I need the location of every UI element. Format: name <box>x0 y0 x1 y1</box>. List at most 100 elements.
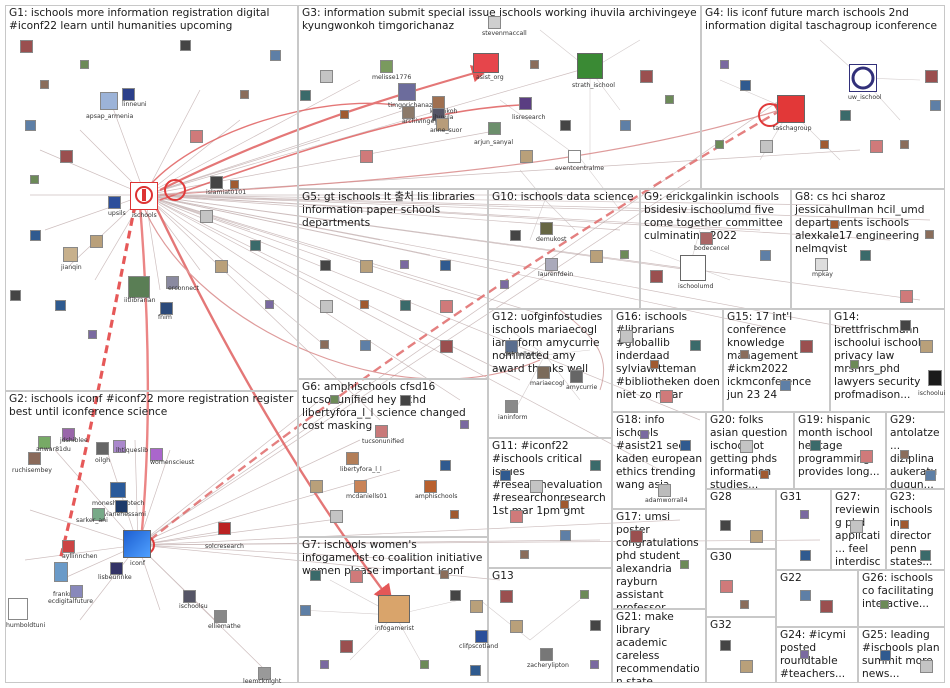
avatar-node[interactable] <box>88 330 97 339</box>
avatar-node[interactable] <box>240 90 249 99</box>
avatar-node[interactable] <box>450 510 459 519</box>
node-anne-suor[interactable] <box>436 118 449 131</box>
avatar-node[interactable] <box>650 360 659 369</box>
node-demukost[interactable] <box>540 222 553 235</box>
node-sarker-ani[interactable] <box>92 508 105 521</box>
avatar-node[interactable] <box>10 290 21 301</box>
node-melisse1776[interactable] <box>380 60 393 73</box>
avatar-node[interactable] <box>360 260 373 273</box>
avatar-node[interactable] <box>720 580 733 593</box>
node-archivingeye[interactable] <box>402 106 415 119</box>
avatar-node[interactable] <box>330 395 339 404</box>
avatar-node[interactable] <box>265 300 274 309</box>
avatar-node[interactable] <box>640 430 649 439</box>
avatar-node[interactable] <box>40 80 49 89</box>
node-ischoolui[interactable] <box>928 370 942 386</box>
avatar-node[interactable] <box>520 150 533 163</box>
avatar-node[interactable] <box>590 250 603 263</box>
node-infogamerist[interactable] <box>378 595 410 623</box>
node-adamworrall4[interactable] <box>658 484 671 497</box>
avatar-node[interactable] <box>300 90 311 101</box>
avatar-node[interactable] <box>620 330 633 343</box>
node-islamiat0101[interactable] <box>210 176 223 189</box>
node-amphischools[interactable] <box>424 480 437 493</box>
avatar-node[interactable] <box>230 180 239 189</box>
node-elliemathe[interactable] <box>214 610 227 623</box>
avatar-node[interactable] <box>925 70 938 83</box>
avatar-node[interactable] <box>760 470 769 479</box>
avatar-node[interactable] <box>850 360 859 369</box>
avatar-node[interactable] <box>320 660 329 669</box>
avatar-node[interactable] <box>660 390 673 403</box>
avatar-node[interactable] <box>520 550 529 559</box>
avatar-node[interactable] <box>715 140 724 149</box>
avatar-node[interactable] <box>720 60 729 69</box>
node-apsap-armenia[interactable] <box>100 92 118 110</box>
node-amycurrie[interactable] <box>570 370 583 383</box>
avatar-node[interactable] <box>320 70 333 83</box>
node-asist-org[interactable] <box>473 53 499 73</box>
node-ischoolsu[interactable] <box>183 590 196 603</box>
avatar-node[interactable] <box>740 350 749 359</box>
avatar-node[interactable] <box>810 440 821 451</box>
node-vivianehessami[interactable] <box>115 500 128 513</box>
avatar-node[interactable] <box>930 100 941 111</box>
node-solcresearch[interactable] <box>218 522 231 535</box>
avatar-node[interactable] <box>60 150 73 163</box>
avatar-node[interactable] <box>440 260 451 271</box>
avatar-node[interactable] <box>800 650 809 659</box>
avatar-node[interactable] <box>20 40 33 53</box>
avatar-node[interactable] <box>340 640 353 653</box>
avatar-node[interactable] <box>330 510 343 523</box>
node-oilgh[interactable] <box>96 442 109 455</box>
avatar-node[interactable] <box>30 230 41 241</box>
avatar-node[interactable] <box>300 605 311 616</box>
node-moneshtinfotech[interactable] <box>110 482 126 498</box>
node-leemcknight[interactable] <box>258 667 271 680</box>
avatar-node[interactable] <box>320 340 329 349</box>
avatar-node[interactable] <box>900 450 909 459</box>
node-mariaecogl[interactable] <box>537 366 550 379</box>
avatar-node[interactable] <box>740 440 753 453</box>
avatar-node[interactable] <box>900 320 911 331</box>
node-jdshiblee[interactable] <box>62 428 75 441</box>
avatar-node[interactable] <box>420 660 429 669</box>
avatar-node[interactable] <box>350 570 363 583</box>
node-frankrd[interactable] <box>54 562 68 582</box>
avatar-node[interactable] <box>920 550 931 561</box>
node-jianqin[interactable] <box>63 247 78 262</box>
avatar-node[interactable] <box>740 80 751 91</box>
avatar-node[interactable] <box>640 70 653 83</box>
avatar-node[interactable] <box>900 290 913 303</box>
avatar-node[interactable] <box>500 280 509 289</box>
avatar-node[interactable] <box>760 250 771 261</box>
node-ecdigitalfuture[interactable] <box>70 585 83 598</box>
avatar-node[interactable] <box>360 340 371 351</box>
avatar-node[interactable] <box>860 450 873 463</box>
node-stevenmaccall[interactable] <box>488 16 501 29</box>
avatar-node[interactable] <box>80 60 89 69</box>
node-womenscieust[interactable] <box>150 448 163 461</box>
avatar-node[interactable] <box>310 570 321 581</box>
avatar-node[interactable] <box>90 235 103 248</box>
avatar-node[interactable] <box>650 270 663 283</box>
avatar-node[interactable] <box>200 210 213 223</box>
avatar-node[interactable] <box>470 665 481 676</box>
avatar-node[interactable] <box>900 520 909 529</box>
avatar-node[interactable] <box>180 40 191 51</box>
node-delmelleerk[interactable] <box>505 340 518 353</box>
node-ischoolumd[interactable] <box>680 255 706 281</box>
node-lisbeurinke[interactable] <box>110 562 123 575</box>
node-iitlibrarian[interactable] <box>128 276 150 298</box>
avatar-node[interactable] <box>690 340 701 351</box>
avatar-node[interactable] <box>400 260 409 269</box>
avatar-node[interactable] <box>560 120 571 131</box>
avatar-node[interactable] <box>340 110 349 119</box>
avatar-node[interactable] <box>925 470 936 481</box>
avatar-node[interactable] <box>925 230 934 239</box>
avatar-node[interactable] <box>55 300 66 311</box>
node-eventcentralme[interactable] <box>568 150 581 163</box>
avatar-node[interactable] <box>870 140 883 153</box>
node-ianinform[interactable] <box>505 400 518 413</box>
avatar-node[interactable] <box>840 110 851 121</box>
